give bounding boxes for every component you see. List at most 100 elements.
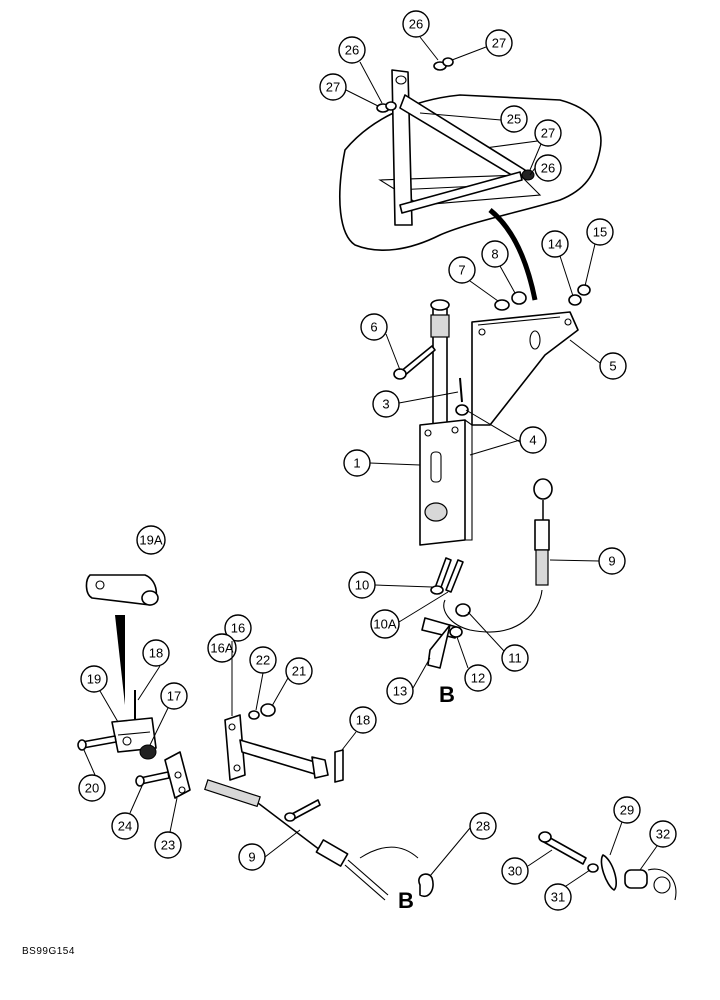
svg-text:6: 6 [370, 320, 377, 335]
callout-18-a: 18 [142, 639, 170, 667]
callout-8: 8 [481, 240, 509, 268]
svg-text:18: 18 [149, 646, 163, 661]
svg-text:29: 29 [620, 803, 634, 818]
washer-near-3 [455, 404, 469, 416]
callout-13: 13 [386, 677, 414, 705]
callout-3: 3 [372, 390, 400, 418]
svg-text:26: 26 [541, 161, 555, 176]
cable-9-lower [204, 779, 389, 901]
control-lever-shaft [430, 299, 450, 436]
bolt-20 [77, 735, 117, 751]
callout-16a: 16A [207, 633, 237, 663]
svg-text:10A: 10A [373, 617, 396, 632]
bolt-24 [135, 771, 170, 787]
svg-text:10: 10 [355, 578, 369, 593]
svg-text:17: 17 [167, 689, 181, 704]
callout-23: 23 [154, 831, 182, 859]
callout-14: 14 [541, 230, 569, 258]
callout-26-a: 26 [402, 10, 430, 38]
svg-text:32: 32 [656, 827, 670, 842]
reference-letter-b-lower: B [398, 888, 414, 913]
svg-text:28: 28 [476, 819, 490, 834]
rod-16 [224, 714, 329, 781]
svg-text:15: 15 [593, 225, 607, 240]
bolt-6 [393, 345, 436, 380]
callout-25: 25 [500, 105, 528, 133]
callout-16: 16 [224, 614, 252, 642]
callout-27-c: 27 [534, 119, 562, 147]
svg-text:13: 13 [393, 684, 407, 699]
svg-text:27: 27 [541, 126, 555, 141]
callout-5: 5 [599, 352, 627, 380]
svg-text:31: 31 [551, 890, 565, 905]
pin-18-right [334, 749, 344, 783]
svg-text:14: 14 [548, 237, 562, 252]
callout-6: 6 [360, 313, 388, 341]
svg-text:30: 30 [508, 864, 522, 879]
svg-text:20: 20 [85, 781, 99, 796]
callout-10: 10 [348, 571, 376, 599]
bushing-32 [624, 868, 677, 901]
bolt-30 [538, 831, 587, 865]
fasteners-26-27 [376, 57, 535, 181]
callout-32: 32 [649, 820, 677, 848]
clevis-19a [85, 574, 159, 606]
callout-17: 17 [160, 682, 188, 710]
callout-18-b: 18 [349, 706, 377, 734]
svg-text:12: 12 [471, 671, 485, 686]
clamp-11-13 [421, 603, 471, 669]
clevis-19 [111, 717, 157, 753]
callout-4: 4 [519, 426, 547, 454]
callout-15: 15 [586, 218, 614, 246]
figure-code-label: BS99G154 [22, 946, 75, 957]
callout-1: 1 [343, 449, 371, 477]
arc-28 [359, 846, 419, 859]
reference-letter-b-upper: B [439, 682, 455, 707]
svg-text:23: 23 [161, 838, 175, 853]
callout-19: 19 [80, 665, 108, 693]
svg-text:25: 25 [507, 112, 521, 127]
nuts-21-22 [248, 703, 276, 720]
cable-9-upper [443, 478, 553, 633]
bolts-10-10a [430, 557, 464, 595]
callout-10a: 10A [370, 609, 400, 639]
svg-text:16A: 16A [210, 641, 233, 656]
svg-text:9: 9 [608, 554, 615, 569]
svg-text:27: 27 [326, 80, 340, 95]
svg-text:11: 11 [508, 651, 522, 666]
svg-text:22: 22 [256, 653, 270, 668]
callout-30: 30 [501, 857, 529, 885]
washer-31 [587, 863, 599, 873]
svg-text:19A: 19A [139, 533, 162, 548]
nut-17 [139, 744, 157, 760]
callout-12: 12 [464, 664, 492, 692]
svg-text:24: 24 [118, 819, 132, 834]
svg-text:5: 5 [609, 359, 616, 374]
mounting-bracket-5 [471, 311, 579, 426]
svg-text:27: 27 [492, 36, 506, 51]
bracket-23 [164, 751, 191, 799]
svg-text:18: 18 [356, 713, 370, 728]
callout-24: 24 [111, 812, 139, 840]
callout-21: 21 [285, 657, 313, 685]
svg-text:1: 1 [353, 456, 360, 471]
callout-9-a: 9 [598, 547, 626, 575]
callout-7: 7 [448, 256, 476, 284]
callout-27-b: 27 [319, 73, 347, 101]
clip-29 [600, 854, 618, 891]
callout-31: 31 [544, 883, 572, 911]
svg-text:21: 21 [292, 664, 306, 679]
callout-27-a: 27 [485, 29, 513, 57]
callout-28: 28 [469, 812, 497, 840]
callout-26-b: 26 [338, 36, 366, 64]
svg-text:16: 16 [231, 621, 245, 636]
callout-22: 22 [249, 646, 277, 674]
nuts-7-8 [494, 284, 591, 311]
connector-arc-top [488, 208, 538, 301]
floor-plate [339, 94, 602, 251]
svg-text:7: 7 [458, 263, 465, 278]
bolt-lower-center [284, 799, 321, 822]
svg-text:19: 19 [87, 672, 101, 687]
svg-text:26: 26 [345, 43, 359, 58]
